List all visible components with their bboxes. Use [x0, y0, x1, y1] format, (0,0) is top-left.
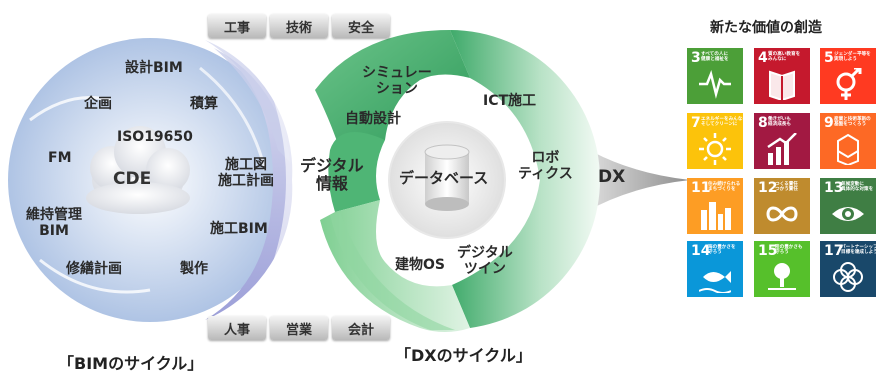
- sdg-goal-number: 9: [824, 115, 834, 131]
- digital-info-label: デジタル 情報: [300, 156, 364, 194]
- tab-hr: 人事: [208, 316, 266, 340]
- tab-safety: 安全: [332, 14, 390, 38]
- sdg-goal-number: 14: [691, 243, 711, 259]
- sdg-goal-number: 11: [691, 180, 711, 196]
- sun-icon: [699, 133, 731, 165]
- segment-maintenance-bim: 維持管理 BIM: [26, 207, 82, 240]
- infinity-icon: [766, 206, 798, 222]
- segment-auto-design: 自動設計: [345, 111, 401, 127]
- iso-label: ISO19650: [117, 129, 193, 145]
- segment-ict-construction: ICT施工: [483, 93, 537, 109]
- database-icon: [424, 144, 470, 211]
- flower-icon: [833, 262, 863, 292]
- sdg-goal-text: ジェンダー平等を 実現しよう: [834, 52, 871, 63]
- segment-design-bim: 設計BIM: [125, 60, 183, 76]
- sdg-goal-number: 17: [824, 243, 844, 259]
- dx-arrow-label: DX: [598, 167, 626, 187]
- segment-fabrication: 製作: [180, 261, 208, 277]
- segment-planning: 企画: [84, 96, 112, 112]
- dx-cycle-caption: 「DXのサイクル」: [395, 346, 532, 365]
- tab-accounting: 会計: [332, 316, 390, 340]
- tab-sales: 営業: [270, 316, 328, 340]
- sdg-goal-number: 5: [824, 50, 834, 66]
- segment-repair-planning: 修繕計画: [66, 261, 122, 277]
- sdg-goal-number: 15: [758, 243, 778, 259]
- sdg-goal-number: 12: [758, 180, 778, 196]
- sdg-goal-text: 気候変動に 具体的な対策を: [841, 182, 874, 193]
- segment-construction-drawings: 施工図 施工計画: [218, 157, 274, 190]
- sdg-goal-number: 13: [824, 180, 844, 196]
- cde-label: CDE: [113, 169, 152, 189]
- tab-technology: 技術: [270, 14, 328, 38]
- sdg-goal-text: 産業と技術革新の 基盤をつくろう: [834, 117, 871, 128]
- city-icon: [701, 202, 731, 230]
- segment-robotics: ロボ ティクス: [518, 150, 573, 183]
- segment-estimation: 積算: [190, 96, 218, 112]
- cloud-icon: [86, 126, 190, 214]
- segment-simulation: シミュレー ション: [362, 65, 432, 98]
- fish-icon: [699, 271, 731, 293]
- gender-icon: [836, 68, 862, 100]
- sdg-goal-number: 3: [691, 50, 701, 66]
- sdg-goal-text: つくる責任 つかう責任: [775, 182, 798, 193]
- sdg-goal-17: 17パートナーシップで 目標を達成しよう: [820, 241, 876, 297]
- cubes-icon: [837, 133, 859, 165]
- sdg-goal-text: 海の豊かさを 守ろう: [708, 245, 736, 256]
- segment-building-os: 建物OS: [395, 257, 445, 273]
- tab-construction: 工事: [208, 14, 266, 38]
- segment-construction-bim: 施工BIM: [210, 221, 268, 237]
- sdg-goal-text: 質の高い教育を みんなに: [768, 52, 801, 63]
- sdg-goal-number: 8: [758, 115, 768, 131]
- sdg-goal-text: 働きがいも 経済成長も: [768, 117, 791, 128]
- sdg-goal-text: エネルギーをみんなに そしてクリーンに: [701, 117, 743, 128]
- heartbeat-icon: [699, 69, 731, 99]
- sdg-goal-text: すべての人に 健康と福祉を: [701, 52, 729, 63]
- segment-digital-twin: デジタル ツイン: [457, 245, 513, 278]
- eye-globe-icon: [832, 207, 864, 221]
- tree-icon: [768, 263, 796, 290]
- segment-fm: FM: [48, 150, 72, 166]
- growth-chart-icon: [767, 133, 797, 165]
- sdg-goal-text: 陸の豊かさも 守ろう: [775, 245, 803, 256]
- sdg-goal-text: パートナーシップで 目標を達成しよう: [841, 245, 876, 256]
- sdg-goal-number: 4: [758, 50, 768, 66]
- database-label: データベース: [399, 169, 489, 187]
- sdgs-title: 新たな価値の創造: [710, 20, 822, 36]
- book-icon: [769, 70, 795, 100]
- bim-cycle-caption: 「BIMのサイクル」: [58, 354, 204, 373]
- sdg-goal-number: 7: [691, 115, 701, 131]
- sdg-goal-text: 住み続けられる まちづくりを: [708, 182, 741, 193]
